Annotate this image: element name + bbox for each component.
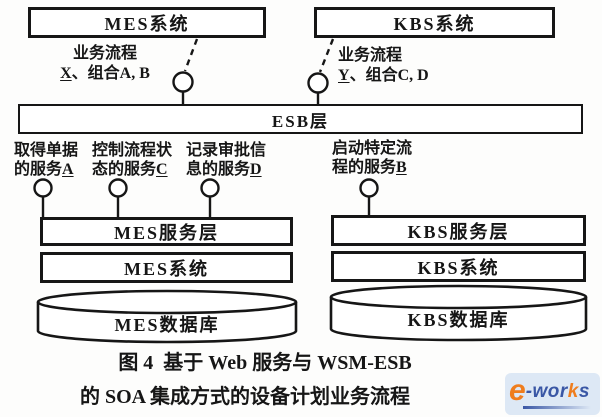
service-b-line2: 程的服务B [332, 158, 412, 177]
interface-connector-circle-d [200, 178, 220, 198]
mes-system-box: MES系统 [40, 252, 293, 283]
esb-layer-label: ESB层 [271, 111, 330, 131]
flow-x-letter: X [60, 65, 72, 82]
service-label-d: 记录审批信 息的服务D [186, 141, 266, 179]
kbs-system-box: KBS系统 [331, 251, 586, 282]
interface-connector-circle-c [108, 178, 128, 198]
service-c-line1: 控制流程状 [92, 142, 173, 159]
service-d-prefix: 息的服务 [186, 161, 251, 178]
kbs-service-layer-label: KBS服务层 [407, 221, 510, 242]
mes-system-label: MES系统 [123, 258, 209, 279]
service-a-letter: A [62, 161, 74, 178]
service-d-line1: 记录审批信 [186, 142, 267, 159]
interface-connector-circle-b [359, 178, 379, 198]
dashed-connector-mes [183, 38, 199, 72]
mes-database-cylinder [36, 289, 298, 344]
kbs-system-label: KBS系统 [417, 257, 500, 278]
flow-y-letter: Y [338, 67, 350, 84]
mes-service-layer-label: MES服务层 [113, 222, 219, 243]
service-c-line2: 态的服务C [92, 160, 172, 179]
eworks-logo-underline [523, 406, 591, 409]
service-b-letter: B [396, 159, 407, 176]
mes-system-top-box: MES系统 [28, 7, 266, 38]
figure-caption-line1: 图 4 基于 Web 服务与 WSM-ESB [118, 352, 412, 374]
flow-label-y-line2: Y、组合C, D [338, 66, 458, 86]
service-label-a: 取得单据 的服务A [14, 141, 78, 179]
kbs-system-top-box: KBS系统 [314, 7, 555, 38]
flow-x-rest: 、组合A, B [71, 65, 150, 82]
mes-database-label: MES数据库 [114, 315, 220, 335]
flow-label-x-line1: 业务流程 [72, 45, 137, 62]
service-c-letter: C [156, 161, 168, 178]
service-c-prefix: 态的服务 [92, 161, 157, 178]
flow-label-y: 业务流程 Y、组合C, D [338, 46, 458, 86]
kbs-service-layer-box: KBS服务层 [331, 215, 586, 246]
service-a-prefix: 的服务 [14, 161, 63, 178]
mes-system-top-label: MES系统 [104, 13, 190, 34]
kbs-database-cylinder [329, 284, 588, 342]
kbs-database-label: KBS数据库 [407, 310, 510, 330]
service-label-b: 启动特定流 程的服务B [332, 139, 412, 177]
dashed-connector-kbs [318, 38, 335, 73]
kbs-system-top-label: KBS系统 [393, 13, 476, 34]
figure-caption-line2: 的 SOA 集成方式的设备计划业务流程 [79, 386, 411, 408]
interface-connector-circle-y [307, 72, 329, 94]
service-d-letter: D [250, 161, 262, 178]
eworks-logo-wor: -wor [525, 380, 568, 402]
flow-label-x: 业务流程 X、组合A, B [50, 44, 160, 84]
flow-label-y-line1: 业务流程 [338, 47, 403, 64]
flow-y-rest: 、组合C, D [349, 67, 429, 84]
flow-label-x-line2: X、组合A, B [50, 64, 160, 84]
interface-connector-circle-x [172, 71, 194, 93]
service-label-c: 控制流程状 态的服务C [92, 141, 172, 179]
mes-service-layer-box: MES服务层 [40, 217, 293, 246]
esb-layer-box: ESB层 [18, 104, 583, 134]
eworks-logo-s: s [578, 380, 590, 402]
service-d-line2: 息的服务D [186, 160, 266, 179]
eworks-logo-k: k [567, 380, 579, 402]
interface-connector-circle-a [33, 178, 53, 198]
eworks-logo-e: e [509, 374, 526, 407]
service-b-prefix: 程的服务 [332, 159, 397, 176]
service-a-line1: 取得单据 [14, 142, 79, 159]
service-a-line2: 的服务A [14, 160, 78, 179]
service-b-line1: 启动特定流 [332, 140, 413, 157]
